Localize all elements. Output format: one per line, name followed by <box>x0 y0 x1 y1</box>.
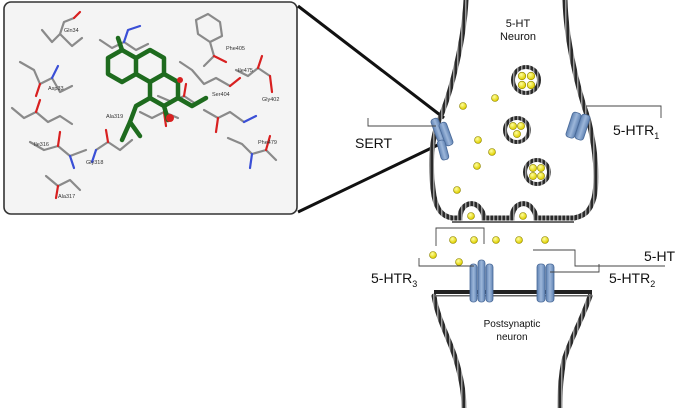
5-ht-label: 5-HT <box>644 248 676 264</box>
5-htr3-label: 5-HTR3 <box>371 270 417 289</box>
postsynaptic-label: neuron <box>496 332 527 343</box>
serotonin-molecule <box>473 162 481 170</box>
postsynaptic-membrane-inner <box>434 295 592 297</box>
residue-label: Phe479 <box>258 140 277 146</box>
serotonin-molecule <box>488 148 496 156</box>
sert-transporter <box>430 117 454 161</box>
serotonin-molecule <box>515 236 523 244</box>
residue-label: Gly318 <box>86 160 103 166</box>
docking-inset: Gln34 Phe405 Ile475 Asp33 Gly402 Ala319 … <box>3 1 298 215</box>
5-htr2-receptor <box>536 263 555 303</box>
serotonin-molecule <box>429 251 437 259</box>
residue-label: Ala317 <box>58 194 75 200</box>
ligand-oxygen-atom <box>177 77 183 83</box>
residue-label: Gln34 <box>64 28 79 34</box>
postsynaptic-neuron <box>431 293 593 408</box>
serotonin-molecule <box>492 236 500 244</box>
free-serotonin <box>429 94 549 266</box>
neuron-label: 5-HT <box>506 18 531 30</box>
synaptic-vesicle <box>511 65 541 95</box>
serotonin-molecule <box>474 136 482 144</box>
serotonin-molecule <box>519 212 527 220</box>
zoom-line-bottom <box>297 140 445 214</box>
residue-label: Asp33 <box>48 86 64 92</box>
residue-label: Ala319 <box>106 114 123 120</box>
5-htr1-receptor <box>565 111 591 141</box>
residue-label: Ser404 <box>212 92 230 98</box>
synaptic-vesicle <box>503 116 531 144</box>
synaptic-vesicle <box>523 158 551 186</box>
serotonin-molecule <box>491 94 499 102</box>
postsynaptic-membrane <box>434 290 592 294</box>
serotonin-molecule <box>541 236 549 244</box>
serotonin-molecule <box>453 186 461 194</box>
ligand-oxygen-atom <box>166 114 174 122</box>
residue-label: Ile475 <box>238 68 253 74</box>
presynaptic-neuron <box>429 0 599 221</box>
neuron-label: Neuron <box>500 31 536 43</box>
callout-lines <box>367 105 665 273</box>
zoom-line-top <box>297 4 445 120</box>
5-htr1-label: 5-HTR1 <box>613 122 659 141</box>
5-htr3-receptor <box>469 259 494 303</box>
serotonin-molecule <box>459 102 467 110</box>
serotonin-molecule <box>449 236 457 244</box>
residue-label: Gly402 <box>262 97 279 103</box>
serotonin-molecule <box>455 258 463 266</box>
ligand-molecule <box>105 35 209 143</box>
5-htr2-label: 5-HTR2 <box>609 270 655 289</box>
residue-label: Ile316 <box>34 142 49 148</box>
postsynaptic-label: Postsynaptic <box>484 319 541 330</box>
sert-label: SERT <box>355 135 393 151</box>
serotonin-molecule <box>470 236 478 244</box>
serotonin-molecule <box>467 212 475 220</box>
inset-frame <box>3 1 298 215</box>
residue-sticks <box>10 10 278 200</box>
residue-label: Phe405 <box>226 46 245 52</box>
